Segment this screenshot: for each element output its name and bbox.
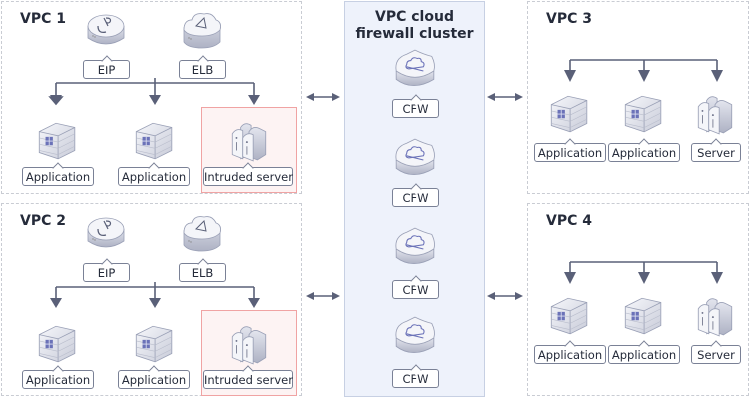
arrowhead — [711, 70, 723, 82]
node-label: CFW — [392, 188, 439, 207]
server-icon — [226, 320, 272, 366]
arrowhead — [638, 70, 650, 82]
arrowheads — [50, 70, 723, 308]
vpc-title: VPC 4 — [546, 213, 592, 229]
server-icon — [692, 90, 738, 136]
node-label: EIP — [83, 263, 130, 282]
node-label: Application — [534, 143, 606, 162]
connector-line — [569, 261, 718, 275]
node-label: Server — [691, 345, 741, 364]
connector-line — [569, 59, 718, 73]
node-label: CFW — [392, 99, 439, 118]
vpc-title: VPC 3 — [546, 11, 592, 27]
arrowhead — [711, 272, 723, 284]
arrowhead — [149, 95, 161, 105]
node-label: CFW — [392, 369, 439, 388]
node-label: Application — [118, 167, 190, 186]
application-firewall-wall-icon — [33, 117, 79, 163]
arrowhead — [149, 298, 161, 308]
cluster-title: VPC cloud firewall cluster — [355, 9, 474, 42]
eip-icon — [84, 213, 128, 257]
node-label: Server — [691, 143, 741, 162]
node-label: Intruded server — [203, 370, 293, 389]
connector-line — [55, 78, 255, 98]
node-label: Application — [608, 345, 680, 364]
arrowhead — [564, 70, 576, 82]
application-firewall-wall-icon — [33, 320, 79, 366]
server-icon — [226, 117, 272, 163]
node-label: ELB — [179, 263, 226, 282]
arrowhead — [248, 95, 260, 105]
cloud-firewall-icon — [392, 137, 438, 183]
cloud-firewall-icon — [392, 226, 438, 272]
node-label: Intruded server — [203, 167, 293, 186]
arrowhead — [50, 298, 62, 308]
vpc-title: VPC 2 — [20, 213, 66, 229]
node-label: CFW — [392, 280, 439, 299]
cloud-firewall-icon — [392, 48, 438, 94]
node-label: ELB — [179, 60, 226, 79]
elb-icon — [180, 213, 224, 257]
arrowhead — [248, 298, 260, 308]
arrowhead — [638, 272, 650, 284]
arrowhead — [50, 95, 62, 105]
application-firewall-wall-icon — [130, 117, 176, 163]
application-firewall-wall-icon — [545, 90, 591, 136]
node-label: Application — [534, 345, 606, 364]
application-firewall-wall-icon — [619, 90, 665, 136]
application-firewall-wall-icon — [130, 320, 176, 366]
application-firewall-wall-icon — [619, 292, 665, 338]
connector-line — [55, 282, 255, 301]
arrowhead — [564, 272, 576, 284]
cloud-firewall-icon — [392, 315, 438, 361]
node-label: Application — [608, 143, 680, 162]
node-label: Application — [22, 167, 94, 186]
vpc-title: VPC 1 — [20, 11, 66, 27]
elb-icon — [180, 10, 224, 54]
eip-icon — [84, 10, 128, 54]
node-label: EIP — [83, 60, 130, 79]
server-icon — [692, 292, 738, 338]
application-firewall-wall-icon — [545, 292, 591, 338]
node-label: Application — [22, 370, 94, 389]
node-label: Application — [118, 370, 190, 389]
